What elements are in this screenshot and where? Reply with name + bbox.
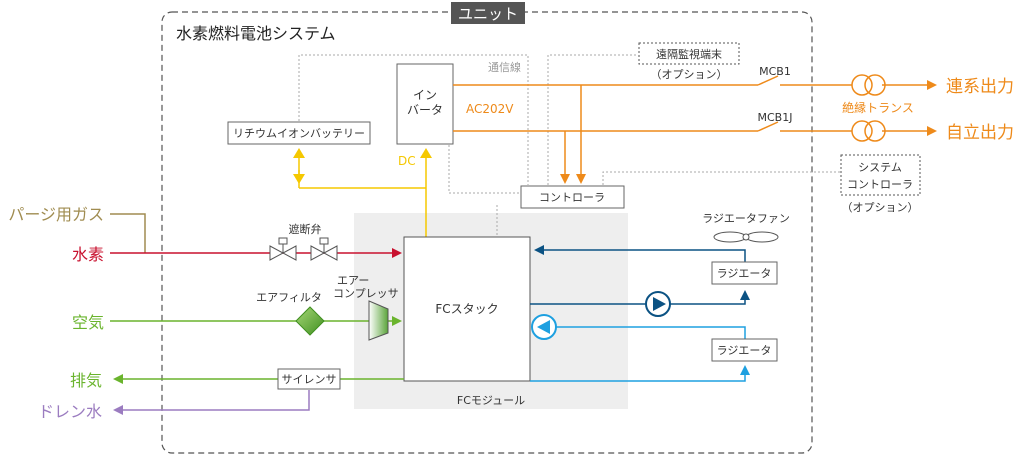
remote-monitor-note: （オプション） <box>651 68 728 81</box>
fc-stack-box <box>403 236 531 382</box>
controller-box <box>520 185 625 209</box>
battery-box <box>227 121 371 145</box>
system-controller-label-2: コントローラ <box>847 178 913 191</box>
transformer-label: 絶縁トランス <box>842 100 914 115</box>
inverter-box <box>396 63 454 145</box>
air-compressor-label-1: エアー <box>337 274 369 287</box>
drain-line <box>113 390 310 415</box>
inverter-label-2: バータ <box>407 103 443 117</box>
remote-monitor-label: 遠隔監視端末 <box>656 47 722 61</box>
transformer-grid-icon <box>851 74 886 96</box>
communication-lines <box>298 54 840 237</box>
purge-gas-line <box>110 213 146 253</box>
ac-lines <box>453 75 937 184</box>
radiator-primary-box <box>711 261 778 285</box>
output-grid-label: 連系出力 <box>946 77 1014 97</box>
pump-secondary-icon <box>531 314 557 340</box>
system-controller-box <box>840 154 921 196</box>
unit-label-bg <box>451 2 525 24</box>
inverter-label-1: イン <box>413 88 437 102</box>
purge-gas-label: パージ用ガス <box>8 205 104 224</box>
air-filter-label: エアフィルタ <box>256 291 322 304</box>
remote-monitor-box <box>638 42 740 65</box>
air-compressor-label-2: コンプレッサ <box>333 287 399 300</box>
system-controller-label-1: システム <box>858 161 902 174</box>
fc-stack-label: FCスタック <box>435 302 498 316</box>
hydrogen-label: 水素 <box>72 245 104 264</box>
drain-label: ドレン水 <box>38 402 102 421</box>
unit-label: ユニット <box>458 5 518 23</box>
breaker-mcb1j-label: MCB1J <box>758 111 793 124</box>
controller-label: コントローラ <box>539 191 605 204</box>
system-title: 水素燃料電池システム <box>176 24 336 43</box>
comm-line-label: 通信線 <box>488 60 521 74</box>
air-label: 空気 <box>72 313 104 332</box>
ac-voltage-label: AC202V <box>466 102 514 116</box>
silencer-label: サイレンサ <box>282 373 337 386</box>
radiator-secondary-box <box>711 338 778 362</box>
dc-lines <box>293 148 432 237</box>
air-filter-icon <box>295 306 325 336</box>
output-standalone-label: 自立出力 <box>946 123 1014 143</box>
pump-primary-icon <box>645 291 671 317</box>
coolant-loop-secondary <box>530 326 750 382</box>
shutoff-valve-icon <box>269 237 338 261</box>
radiator-primary-label: ラジエータ <box>717 267 772 280</box>
system-controller-note: （オプション） <box>842 201 919 214</box>
breaker-mcb1-label: MCB1 <box>759 65 791 78</box>
exhaust-label: 排気 <box>70 371 102 390</box>
radiator-secondary-label: ラジエータ <box>717 344 772 357</box>
radiator-fan-label: ラジエータファン <box>702 212 790 225</box>
coolant-loop-primary <box>530 245 750 305</box>
battery-label: リチウムイオンバッテリー <box>233 127 365 140</box>
radiator-fan-icon <box>713 231 779 243</box>
fc-module-label: FCモジュール <box>457 394 525 407</box>
silencer-box <box>277 368 341 390</box>
dc-label: DC <box>398 154 416 168</box>
transformer-standalone-icon <box>851 120 886 142</box>
shutoff-valve-label: 遮断弁 <box>289 222 322 236</box>
air-compressor-icon <box>368 300 389 341</box>
